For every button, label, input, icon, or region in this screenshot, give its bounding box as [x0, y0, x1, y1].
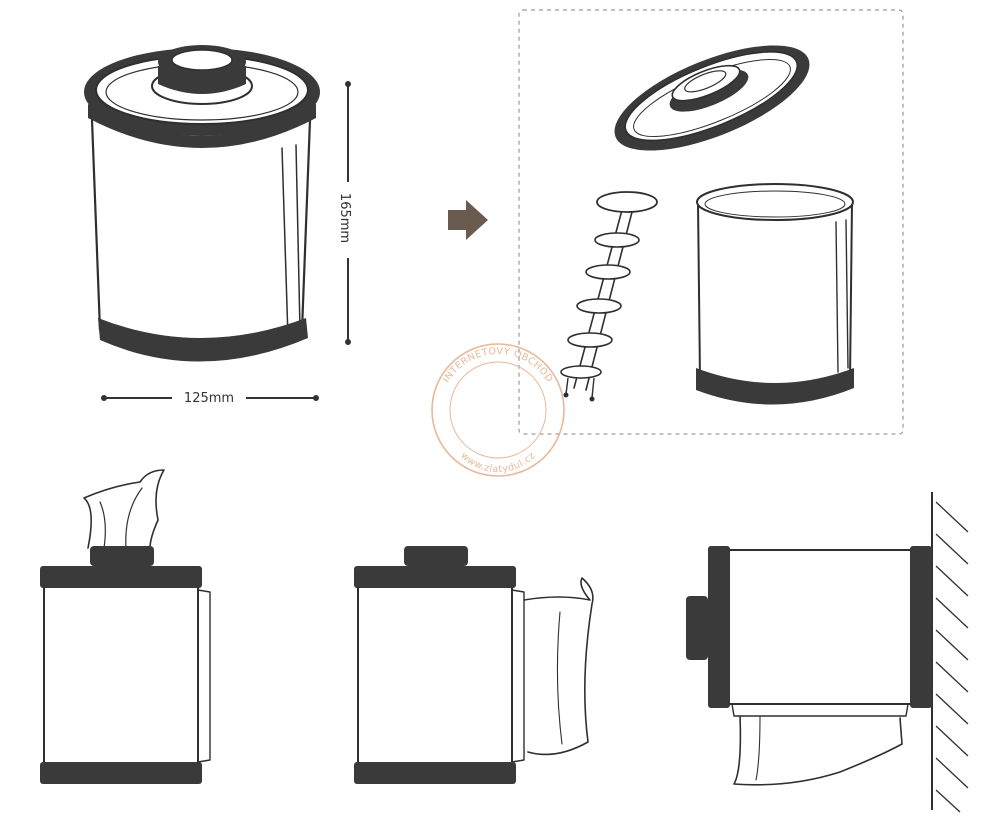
watermark-stamp: INTERNETOVÝ OBCHOD www.zlatydul.cz	[431, 343, 565, 477]
height-label: 165mm	[337, 193, 352, 243]
width-dimension: 125mm	[101, 391, 319, 406]
assembled-canister	[84, 45, 320, 362]
watermark-top-text: INTERNETOVÝ OBCHOD	[441, 345, 555, 385]
watermark-bottom-text: www.zlatydul.cz	[458, 450, 537, 475]
height-dimension: 165mm	[337, 81, 352, 345]
detached-lid	[614, 45, 810, 151]
open-container	[696, 183, 854, 405]
usage-wall-mounted	[686, 492, 969, 813]
exploded-view	[518, 9, 904, 435]
usage-upright-top-pull	[40, 469, 211, 784]
usage-upright-side-pull	[354, 546, 594, 784]
arrow-right-icon	[448, 200, 488, 240]
width-label: 125mm	[184, 391, 234, 406]
roll-spindle	[560, 191, 658, 402]
